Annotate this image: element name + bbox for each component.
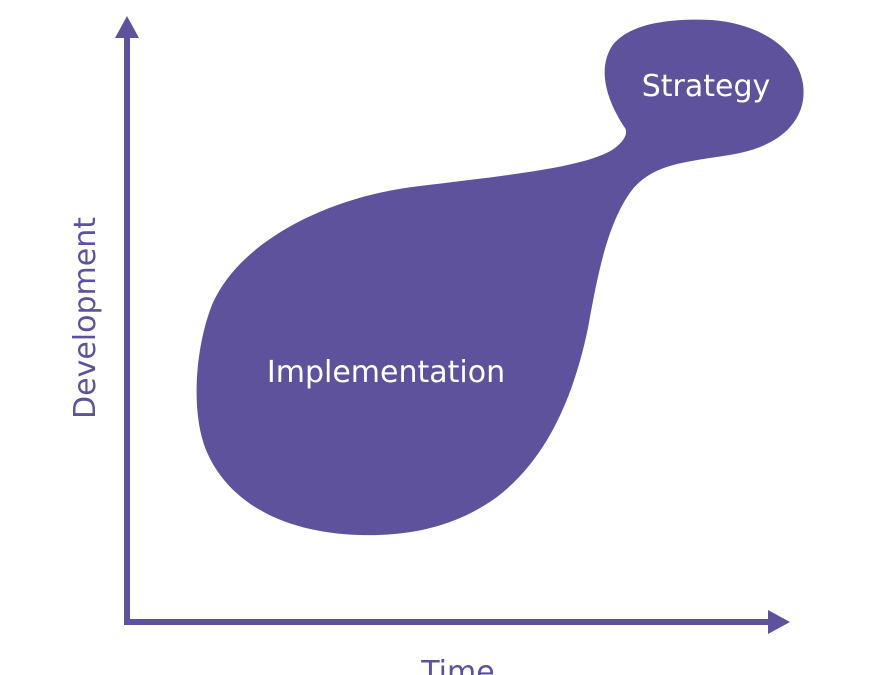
development-blob-shape [196,19,804,536]
x-axis-arrowhead [768,610,790,634]
x-axis-label: Time [420,655,494,675]
strategy-label: Strategy [642,69,771,104]
y-axis-label: Development [68,217,103,419]
implementation-label: Implementation [267,355,505,390]
y-axis-arrowhead [115,16,139,38]
